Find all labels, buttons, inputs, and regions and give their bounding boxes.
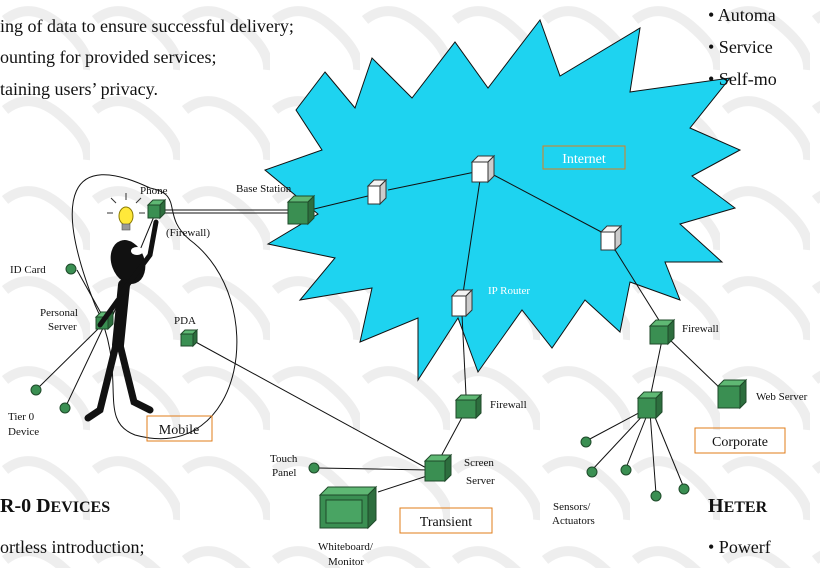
whiteboard-label-2: Monitor bbox=[328, 556, 364, 568]
small-nodes bbox=[30, 263, 690, 502]
id-card-dot bbox=[65, 263, 77, 275]
internet-cloud bbox=[264, 18, 742, 382]
top-right-bullet-1: • Automa bbox=[708, 5, 776, 25]
top-left-line-3: taining users’ privacy. bbox=[0, 79, 158, 99]
web-server-device bbox=[716, 378, 748, 410]
firewall-right-device bbox=[648, 318, 676, 346]
sensors-label-2: Actuators bbox=[552, 515, 595, 527]
sensors-label-1: Sensors/ bbox=[553, 501, 591, 513]
base-station-device bbox=[286, 194, 316, 226]
sensor-dot-1 bbox=[580, 436, 592, 448]
green-devices bbox=[94, 194, 748, 530]
firewall-right-label: Firewall bbox=[682, 323, 719, 335]
transient-label: Transient bbox=[420, 515, 472, 530]
pda-label: PDA bbox=[174, 315, 196, 327]
router-cube-3 bbox=[599, 224, 623, 252]
mobile-box bbox=[146, 415, 213, 442]
screen-server-label-1: Screen bbox=[464, 457, 494, 469]
whiteboard-label-1: Whiteboard/ bbox=[318, 541, 374, 553]
bottom-left-line: ortless introduction; bbox=[0, 537, 144, 557]
top-right-bullet-3: • Self-mo bbox=[708, 69, 777, 89]
connections bbox=[37, 171, 723, 495]
sensor-hub-device bbox=[636, 390, 664, 420]
router-cube-2 bbox=[470, 154, 496, 184]
mobile-label: Mobile bbox=[159, 423, 199, 438]
pda-device bbox=[179, 328, 199, 348]
firewall-mid-label: Firewall bbox=[490, 399, 527, 411]
id-card-label: ID Card bbox=[10, 264, 46, 276]
personal-server-label-1: Personal bbox=[40, 307, 78, 319]
corporate-label: Corporate bbox=[712, 435, 768, 450]
ip-router-label: IP Router bbox=[488, 285, 530, 297]
top-right-bullet-2: • Service bbox=[708, 37, 773, 57]
screen-server-label-2: Server bbox=[466, 475, 495, 487]
screen-server-device bbox=[423, 453, 453, 483]
bottom-right-heading: HETER bbox=[708, 495, 768, 517]
bottom-right-line: • Powerf bbox=[708, 537, 771, 557]
router-cube-1 bbox=[366, 178, 388, 206]
top-left-line-2: ounting for provided services; bbox=[0, 47, 216, 67]
internet-label: Internet bbox=[562, 152, 606, 167]
corporate-box bbox=[694, 427, 786, 454]
tier0-label-1: Tier 0 bbox=[8, 411, 35, 423]
phone-firewall-label: (Firewall) bbox=[166, 227, 210, 239]
phone-device bbox=[146, 198, 167, 220]
touch-panel-dot bbox=[308, 462, 320, 474]
lightbulb-icon bbox=[107, 193, 145, 231]
sensor-dot-4 bbox=[650, 490, 662, 502]
phone-label: Phone bbox=[140, 185, 168, 197]
personal-server-label-2: Server bbox=[48, 321, 77, 333]
touch-panel-label-1: Touch bbox=[270, 453, 298, 465]
tier0-dot-1 bbox=[30, 384, 42, 396]
mobile-loop bbox=[71, 174, 238, 439]
sensor-dot-5 bbox=[678, 483, 690, 495]
router-cubes bbox=[366, 154, 623, 318]
label-boxes bbox=[146, 145, 786, 534]
sensor-dot-3 bbox=[620, 464, 632, 476]
tier0-dot-2 bbox=[59, 402, 71, 414]
transient-box bbox=[399, 507, 493, 534]
internet-box bbox=[542, 145, 626, 170]
firewall-mid-device bbox=[454, 393, 483, 420]
web-server-label: Web Server bbox=[756, 391, 808, 403]
ip-router-cube bbox=[450, 288, 474, 318]
sensor-dot-2 bbox=[586, 466, 598, 478]
bottom-left-heading: R-0 DEVICES bbox=[0, 495, 110, 517]
base-station-label: Base Station bbox=[236, 183, 292, 195]
touch-panel-label-2: Panel bbox=[272, 467, 296, 479]
person-figure bbox=[84, 219, 159, 422]
whiteboard-monitor-device bbox=[318, 485, 378, 530]
top-left-line-1: ing of data to ensure successful deliver… bbox=[0, 16, 294, 36]
tier0-label-2: Device bbox=[8, 426, 39, 438]
